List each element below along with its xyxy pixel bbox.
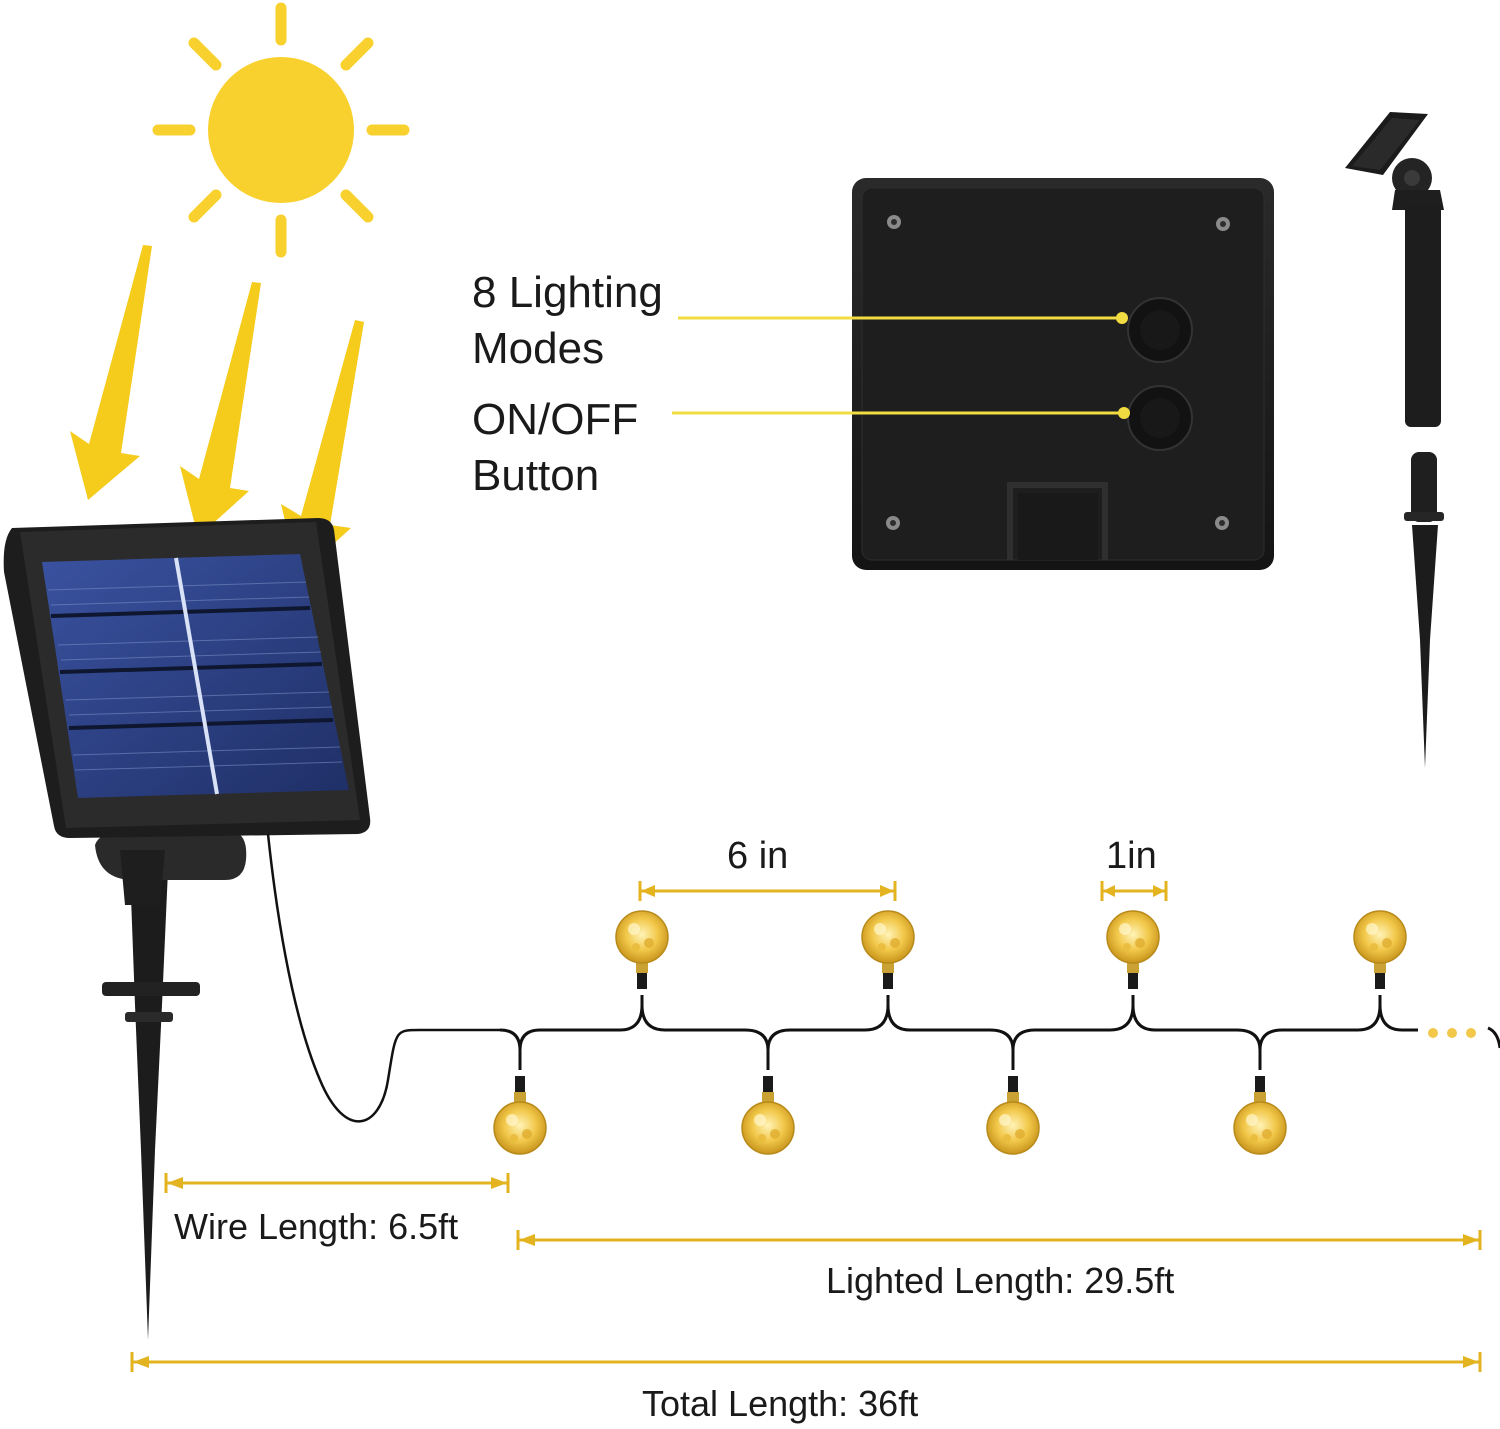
- sunlight-arrow-icon: [70, 245, 364, 576]
- total-length-label: Total Length: 36ft: [642, 1383, 919, 1424]
- power-callout-line1: ON/OFF: [472, 395, 639, 444]
- bulb-size-label: 1in: [1106, 835, 1157, 877]
- globe-bulb-icon: [1353, 910, 1407, 990]
- modes-callout-line2: Modes: [472, 324, 605, 373]
- modes-callout-line1: 8 Lighting: [472, 268, 663, 317]
- callout-lines: [672, 312, 1130, 419]
- ground-stake: [1345, 112, 1444, 768]
- globe-bulb-icon: [741, 1075, 795, 1155]
- bulb-spacing-label: 6 in: [727, 835, 789, 877]
- solar-panel: [3, 518, 500, 1340]
- power-callout-line2: Button: [472, 451, 600, 500]
- wire-length-label: Wire Length: 6.5ft: [174, 1206, 459, 1247]
- globe-bulb-icon: [1106, 910, 1160, 990]
- lighted-length-label: Lighted Length: 29.5ft: [826, 1260, 1175, 1301]
- globe-bulb-icon: [493, 1075, 547, 1155]
- globe-bulb-icon: [1233, 1075, 1287, 1155]
- control-box: [852, 178, 1274, 570]
- globe-bulb-icon: [986, 1075, 1040, 1155]
- globe-bulb-icon: [615, 910, 669, 990]
- string-lights: [493, 910, 1500, 1155]
- globe-bulb-icon: [861, 910, 915, 990]
- sun-icon: [152, 2, 410, 258]
- continuation-dots: [1428, 1028, 1476, 1038]
- dimension-lines: [130, 881, 1482, 1372]
